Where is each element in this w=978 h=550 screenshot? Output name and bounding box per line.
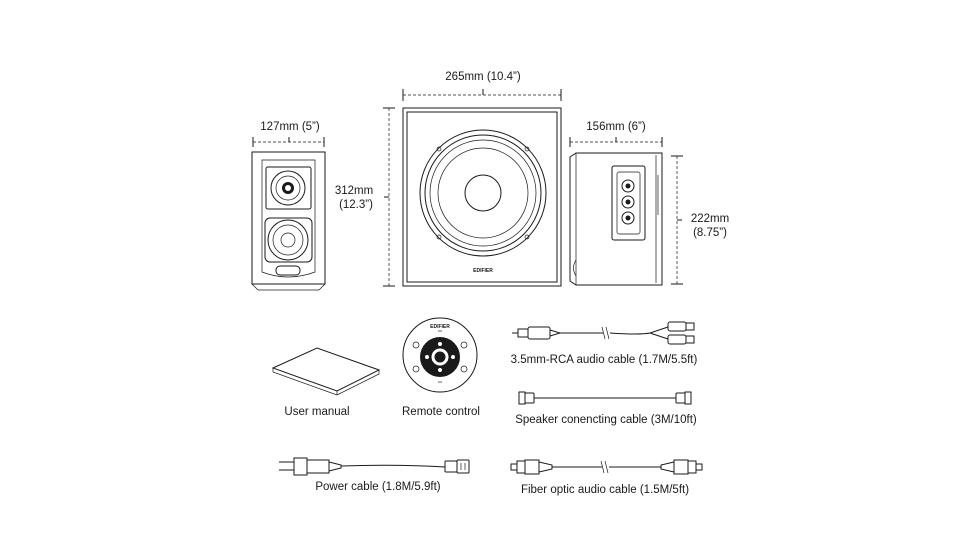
satellite-speaker-front: 127mm (5”) — [251, 121, 326, 291]
sub-side-height-label-line1: 222mm — [691, 213, 729, 225]
optical-cable-label: Fiber optic audio cable (1.5M/5ft) — [521, 484, 689, 496]
power-cable-item: Power cable (1.8M/5.9ft) — [279, 457, 470, 493]
manual-icon — [271, 347, 381, 396]
woofer-icon — [264, 217, 313, 263]
sub-depth-dimension-line — [569, 137, 663, 147]
remote-control-label: Remote control — [402, 406, 480, 418]
knob-icon — [621, 179, 635, 225]
sub-depth-label: 156mm (6”) — [586, 121, 646, 133]
sub-height-label-line1: 312mm — [335, 185, 373, 197]
user-manual-item: User manual — [271, 347, 381, 418]
sub-width-dimension-line — [402, 89, 562, 101]
sub-width-label: 265mm (10.4”) — [445, 71, 521, 83]
sub-driver-icon — [419, 129, 547, 257]
side-cabinet — [569, 152, 663, 286]
rca-cable-icon — [512, 321, 695, 345]
satellite-width-dimension-line — [252, 137, 325, 147]
rear-control-panel — [611, 165, 646, 241]
sub-side-height-dimension-line — [671, 155, 683, 285]
optical-cable-icon — [510, 459, 703, 475]
bass-port-icon — [275, 265, 301, 276]
sub-brand-logo: EDIFIER — [473, 268, 493, 274]
speaker-cable-icon — [518, 391, 692, 405]
satellite-width-label: 127mm (5”) — [260, 121, 320, 133]
sub-height-dimension-line — [383, 107, 395, 287]
power-cable-icon — [279, 457, 470, 476]
satellite-cabinet — [251, 151, 326, 291]
sub-side-height-label-line2: (8.75”) — [693, 227, 727, 239]
rca-cable-item: 3.5mm-RCA audio cable (1.7M/5.5ft) — [511, 321, 698, 366]
power-cable-label: Power cable (1.8M/5.9ft) — [315, 481, 440, 493]
speaker-cable-item: Speaker conencting cable (3M/10ft) — [515, 391, 697, 426]
remote-icon: EDIFIER — [402, 317, 478, 393]
remote-control-item: EDIFIER Remote control — [402, 317, 480, 418]
subwoofer-side: 156mm (6”) 222mm (8.75”) — [569, 121, 729, 286]
optical-cable-item: Fiber optic audio cable (1.5M/5ft) — [510, 459, 703, 496]
sub-height-label-line2: (12.3”) — [339, 199, 373, 211]
subwoofer-front: 265mm (10.4”) 312mm (12.3”) — [335, 71, 562, 287]
remote-brand-logo: EDIFIER — [430, 324, 450, 330]
speaker-cable-label: Speaker conencting cable (3M/10ft) — [515, 414, 697, 426]
user-manual-label: User manual — [284, 406, 349, 418]
sub-cabinet — [402, 107, 562, 287]
rca-cable-label: 3.5mm-RCA audio cable (1.7M/5.5ft) — [511, 354, 698, 366]
tweeter-icon — [265, 166, 312, 210]
